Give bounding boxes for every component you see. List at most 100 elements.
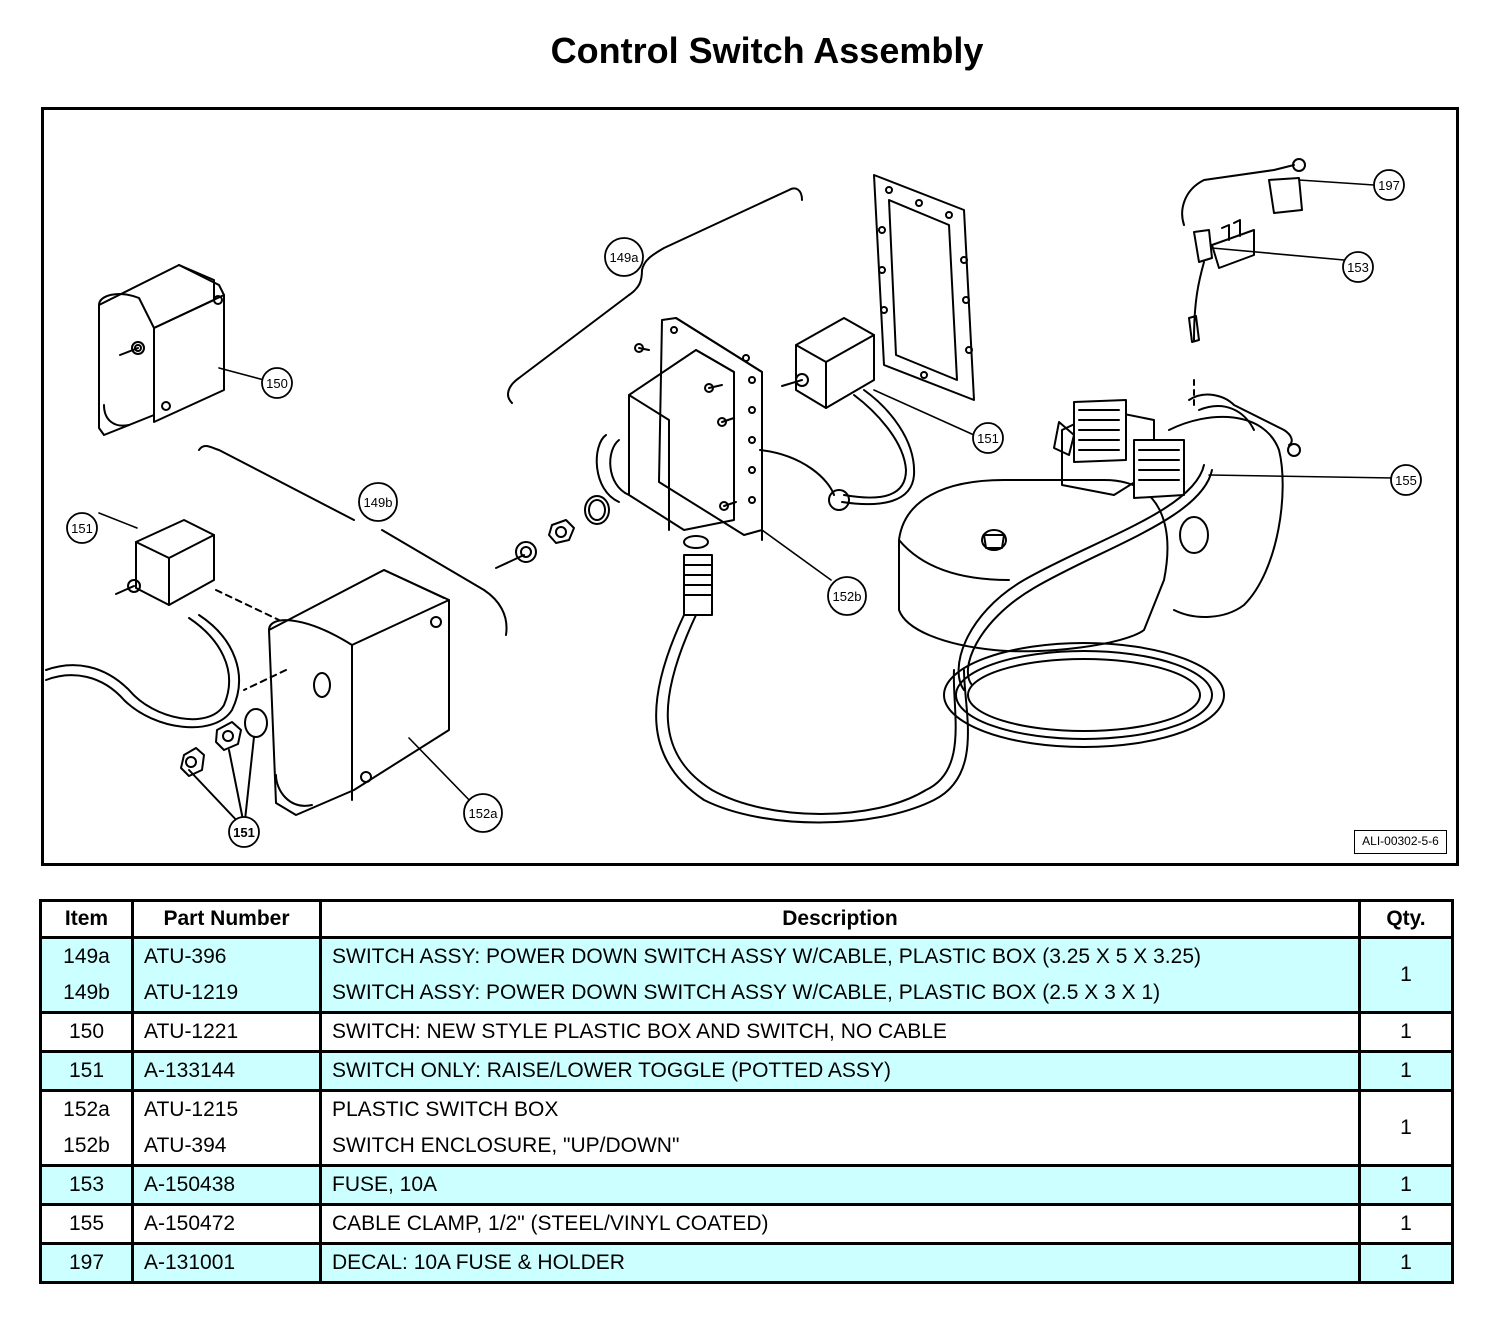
description-cell-line: SWITCH ENCLOSURE, "UP/DOWN" (332, 1134, 680, 1157)
item-cell-line: 152a (63, 1098, 110, 1121)
item-cell-line: 197 (68, 1251, 105, 1274)
table-row: 155 A-150472 CABLE CLAMP, 1/2" (STEEL/VINY… (39, 1203, 1454, 1245)
callout-155: 155 (1390, 464, 1422, 496)
header-qty: Qty. (1358, 899, 1454, 939)
part-number-cell-line: A-131001 (144, 1251, 236, 1274)
callout-151-center: 151 (972, 422, 1004, 454)
callout-152a: 152a (463, 793, 503, 833)
description-cell-line: SWITCH ONLY: RAISE/LOWER TOGGLE (POTTED … (332, 1059, 891, 1082)
svg-text:151: 151 (71, 521, 93, 536)
qty-cell: 1 (1358, 936, 1454, 1014)
callout-197: 197 (1373, 169, 1405, 201)
description-cell: SWITCH ASSY: POWER DOWN SWITCH ASSY W/CA… (319, 936, 1361, 1014)
item-cell: 150 (39, 1011, 134, 1053)
description-cell: DECAL: 10A FUSE & HOLDER (319, 1242, 1361, 1284)
diagram-drawing: 149a 149b 150 151 151 151 152a 152b 153 … (45, 158, 1422, 848)
item-cell: 149a 149b (39, 936, 134, 1014)
description-cell: FUSE, 10A (319, 1164, 1361, 1206)
part-number-cell-line: ATU-396 (144, 945, 227, 968)
description-cell: SWITCH ONLY: RAISE/LOWER TOGGLE (POTTED … (319, 1050, 1361, 1092)
item-cell: 155 (39, 1203, 134, 1245)
part-number-cell: A-150472 (131, 1203, 322, 1245)
gasket (873, 174, 975, 401)
item-cell-line: 155 (68, 1212, 105, 1235)
description-cell: PLASTIC SWITCH BOX SWITCH ENCLOSURE, "UP/… (319, 1089, 1361, 1167)
header-part-number: Part Number (131, 899, 322, 939)
hardware-152b (495, 495, 610, 569)
description-cell: CABLE CLAMP, 1/2" (STEEL/VINYL COATED) (319, 1203, 1361, 1245)
part-number-cell: A-150438 (131, 1164, 322, 1206)
description-cell-line: SWITCH ASSY: POWER DOWN SWITCH ASSY W/CA… (332, 981, 1161, 1004)
description-cell: SWITCH: NEW STYLE PLASTIC BOX AND SWITCH… (319, 1011, 1361, 1053)
power-unit (898, 379, 1301, 653)
item-cell-line: 149a (63, 945, 110, 968)
item-cell: 197 (39, 1242, 134, 1284)
bracket-149a-upper (641, 187, 803, 271)
svg-text:149a: 149a (610, 250, 640, 265)
description-cell-line: CABLE CLAMP, 1/2" (STEEL/VINYL COATED) (332, 1212, 769, 1235)
qty-cell: 1 (1358, 1089, 1454, 1167)
part-number-cell-line: ATU-394 (144, 1134, 227, 1157)
qty-cell: 1 (1358, 1242, 1454, 1284)
part-number-cell-line: ATU-1221 (144, 1020, 239, 1043)
bracket-149b-left (198, 444, 355, 521)
part-number-cell-line: A-150472 (144, 1212, 236, 1235)
bracket-149b-right (381, 529, 508, 636)
description-cell-line: FUSE, 10A (332, 1173, 438, 1196)
svg-text:150: 150 (266, 376, 288, 391)
description-cell-line: DECAL: 10A FUSE & HOLDER (332, 1251, 625, 1274)
description-cell-line: SWITCH: NEW STYLE PLASTIC BOX AND SWITCH… (332, 1020, 947, 1043)
callouts: 149a 149b 150 151 151 151 152a 152b 153 … (66, 169, 1422, 848)
qty-cell: 1 (1358, 1011, 1454, 1053)
leader-lines (98, 179, 1395, 806)
switch-box-152a (243, 569, 450, 816)
toggle-switch-151-left (45, 519, 280, 729)
part-number-cell-line: A-150438 (144, 1173, 236, 1196)
item-cell: 151 (39, 1050, 134, 1092)
part-number-cell: A-131001 (131, 1242, 322, 1284)
svg-text:152a: 152a (469, 806, 499, 821)
header-item: Item (39, 899, 134, 939)
item-cell-line: 152b (63, 1134, 110, 1157)
drawing-id-label: ALI-00302-5-6 (1354, 830, 1447, 854)
bracket-149a-lower (507, 269, 643, 404)
callout-151-left: 151 (66, 512, 98, 544)
cable-152b (655, 535, 969, 824)
switch-enclosure-152b (595, 317, 763, 541)
table-row: 151 A-133144 SWITCH ONLY: RAISE/LOWER TOGG… (39, 1050, 1454, 1092)
svg-text:153: 153 (1347, 260, 1369, 275)
qty-cell: 1 (1358, 1203, 1454, 1245)
switch-box-150 (98, 264, 225, 436)
svg-text:152b: 152b (833, 589, 862, 604)
header-description: Description (319, 899, 1361, 939)
callout-149b: 149b (358, 482, 398, 522)
part-number-cell-line: ATU-1215 (144, 1098, 239, 1121)
callout-149a: 149a (604, 237, 644, 277)
page-title: Control Switch Assembly (550, 30, 984, 71)
callout-151-bottom: 151 (228, 816, 260, 848)
item-cell-line: 150 (68, 1020, 105, 1043)
description-cell-line: PLASTIC SWITCH BOX (332, 1098, 559, 1121)
item-cell: 153 (39, 1164, 134, 1206)
table-row: 150 ATU-1221 SWITCH: NEW STYLE PLASTIC BOX… (39, 1011, 1454, 1053)
part-number-cell: A-133144 (131, 1050, 322, 1092)
part-number-cell-line: A-133144 (144, 1059, 236, 1082)
qty-cell: 1 (1358, 1050, 1454, 1092)
hardware-151-left (180, 708, 268, 826)
hose-coil (943, 464, 1225, 748)
description-cell-line: SWITCH ASSY: POWER DOWN SWITCH ASSY W/CA… (332, 945, 1201, 968)
svg-text:151: 151 (977, 431, 999, 446)
table-header-row: Item Part Number Description Qty. (39, 899, 1454, 939)
item-cell-line: 149b (63, 981, 110, 1004)
part-number-cell-line: ATU-1219 (144, 981, 239, 1004)
fuse-holder (1181, 158, 1306, 343)
callout-150: 150 (261, 367, 293, 399)
item-cell-line: 153 (68, 1173, 105, 1196)
item-cell-line: 151 (68, 1059, 105, 1082)
